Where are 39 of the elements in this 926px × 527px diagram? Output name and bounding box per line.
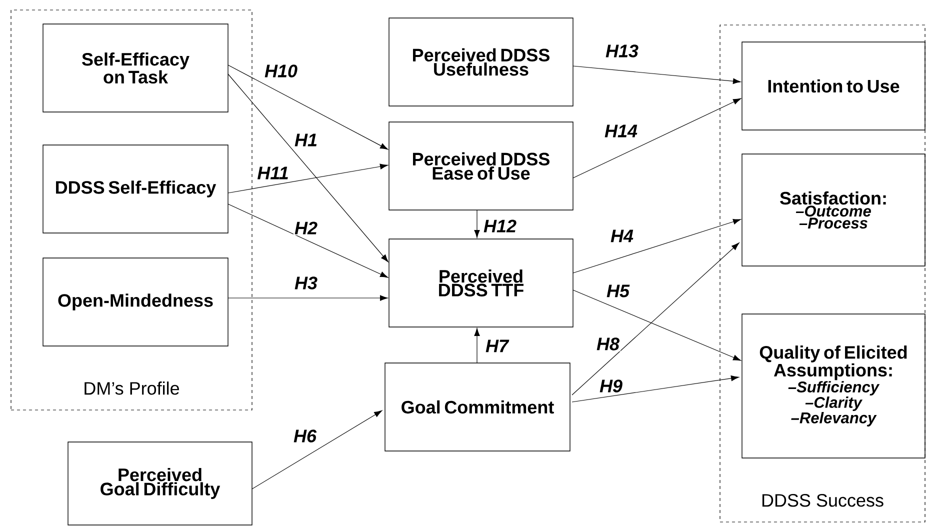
concept-box: Goal Commitment	[384, 362, 570, 452]
arrow	[572, 218, 741, 274]
edge-label: H2	[294, 220, 319, 236]
concept-box: Satisfaction: –Outcome –Process	[742, 154, 926, 266]
arrow	[572, 66, 741, 84]
edge-label: H13	[604, 44, 640, 58]
concept-box: Open-Mindedness	[42, 258, 228, 346]
edge-label: H4	[610, 228, 634, 244]
edge-label: H10	[264, 64, 299, 78]
concept-box: DDSS Self-Efficacy	[42, 144, 228, 234]
edge-label: H1	[294, 132, 319, 148]
edge-label: H6	[292, 428, 318, 444]
arrow	[228, 74, 388, 262]
concept-box: Perceived Goal Difficulty	[68, 442, 252, 526]
concept-box: Intention to Use	[742, 42, 926, 130]
edge-label: H7	[484, 338, 510, 354]
edge-label: H14	[604, 124, 639, 138]
arrow	[228, 204, 388, 278]
edge-label: H5	[606, 284, 630, 298]
arrow	[474, 210, 480, 238]
arrow	[572, 242, 740, 396]
edge-label: H12	[482, 218, 518, 234]
edge-label: H11	[256, 166, 290, 180]
arrow	[572, 376, 739, 402]
arrow	[572, 290, 742, 361]
edge-label: H9	[598, 378, 624, 394]
concept-box: Perceived DDSS Usefulness	[388, 18, 574, 106]
arrow	[252, 410, 382, 490]
arrow	[228, 164, 388, 194]
concept-box: Perceived DDSS TTF	[388, 238, 574, 328]
concept-box: Quality of Elicited Assumptions: –Sufficiency –Clarity –Relevancy	[742, 314, 926, 458]
concept-box: Perceived DDSS Ease of Use	[388, 122, 574, 210]
arrow	[474, 328, 480, 364]
concept-box: Self-Efficacy on Task	[42, 24, 228, 112]
arrow	[228, 64, 388, 150]
arrow	[228, 295, 388, 301]
arrow	[572, 98, 742, 178]
edge-label: H3	[294, 276, 319, 290]
edge-label: H8	[596, 336, 620, 352]
